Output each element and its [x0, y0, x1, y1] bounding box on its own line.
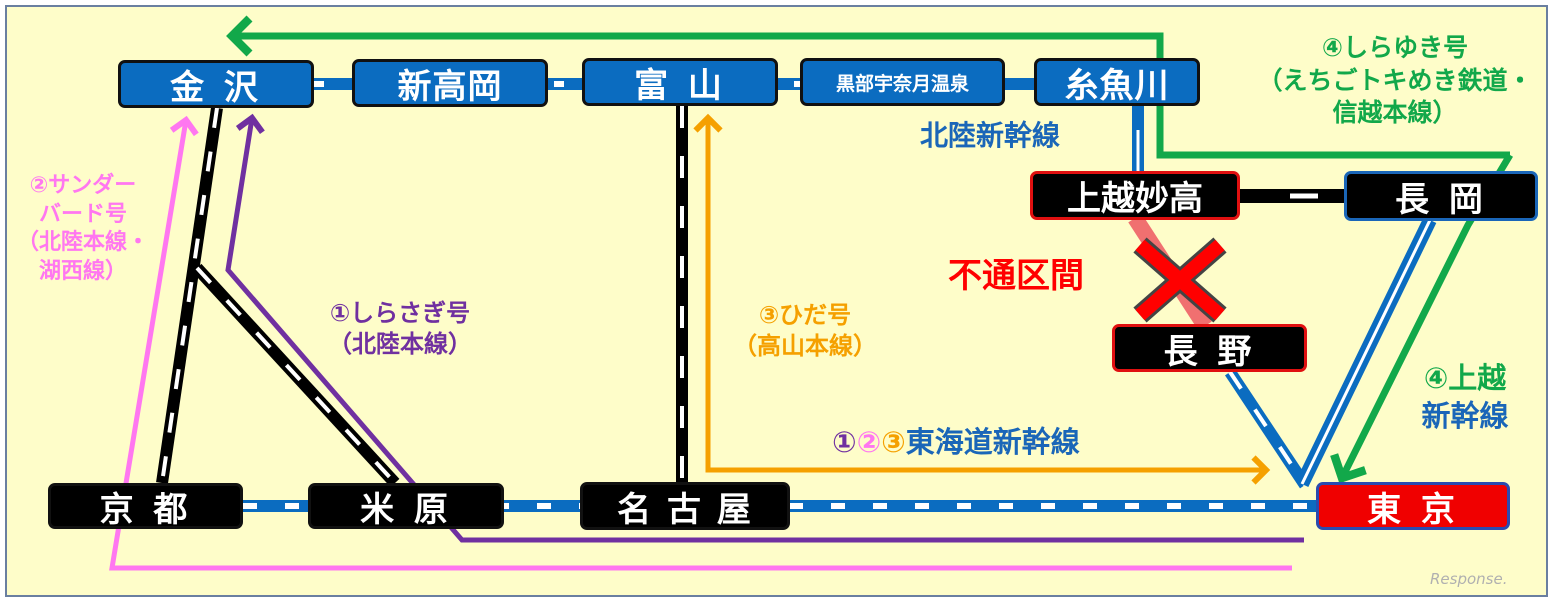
joetsu-shinkansen-line — [1295, 216, 1437, 488]
station-itoigawa: 糸魚川 — [1034, 58, 1200, 106]
thunderbird-name: ②サンダー — [29, 173, 137, 198]
shirayuki-name: ④しらゆき号 — [1321, 33, 1469, 62]
joetsu-shinkansen-label: ④上越 新幹線 — [1400, 360, 1530, 435]
shirayuki-line-2: 信越本線） — [1332, 98, 1458, 127]
shirayuki-line: （えちごトキめき鉄道・ — [1257, 65, 1533, 95]
tokaido-shinkansen-label: ①②③東海道新幹線 — [832, 424, 1080, 462]
station-kyoto: 京 都 — [48, 483, 243, 530]
thunderbird-line: （北陸本線・ — [16, 230, 149, 256]
thunderbird-route — [109, 115, 1292, 571]
station-nagoya: 名 古 屋 — [580, 482, 790, 530]
station-kurobe-unazuki-onsen: 黒部宇奈月温泉 — [800, 58, 1005, 106]
closed-section-label: 不通区間 — [948, 256, 1084, 296]
route-number-3: ③ — [881, 425, 906, 459]
thunderbird-label: ②サンダー バード号 （北陸本線・ 湖西線） — [8, 172, 158, 286]
station-kanazawa: 金 沢 — [118, 60, 314, 108]
shirasagi-name: ①しらさぎ号 — [329, 299, 471, 327]
joetsu-name: ④上越 — [1423, 361, 1507, 395]
route-number-2: ② — [856, 425, 882, 459]
shirayuki-label: ④しらゆき号 （えちごトキめき鉄道・ 信越本線） — [1250, 32, 1540, 130]
watermark: Response. — [1430, 570, 1508, 588]
station-tokyo: 東 京 — [1316, 482, 1510, 530]
shirasagi-label: ①しらさぎ号 （北陸本線） — [305, 298, 495, 360]
station-shin-takaoka: 新高岡 — [352, 59, 548, 107]
station-maibara: 米 原 — [308, 483, 504, 530]
hida-label: ③ひだ号 （高山本線） — [720, 300, 890, 362]
shirasagi-line: （北陸本線） — [328, 330, 472, 359]
hida-name: ③ひだ号 — [758, 301, 852, 329]
hida-line: （高山本線） — [733, 332, 877, 361]
station-nagaoka: 長 岡 — [1344, 171, 1538, 221]
joetsu-name-2: 新幹線 — [1421, 398, 1509, 433]
hokuriku-shinkansen-line — [314, 78, 1310, 489]
thunderbird-name-2: バード号 — [38, 201, 127, 227]
shirasagi-route — [225, 113, 1304, 543]
thunderbird-line-2: 湖西線） — [38, 258, 127, 284]
conventional-lines — [156, 106, 1344, 488]
tokaido-name: 東海道新幹線 — [905, 425, 1080, 459]
closed-section — [1128, 213, 1227, 331]
station-nagano: 長 野 — [1112, 324, 1307, 372]
station-toyama: 富 山 — [582, 58, 778, 106]
hokuriku-shinkansen-label: 北陸新幹線 — [920, 119, 1061, 152]
station-joetsu-myoko: 上越妙高 — [1030, 171, 1240, 220]
route-number-1: ① — [832, 425, 857, 459]
